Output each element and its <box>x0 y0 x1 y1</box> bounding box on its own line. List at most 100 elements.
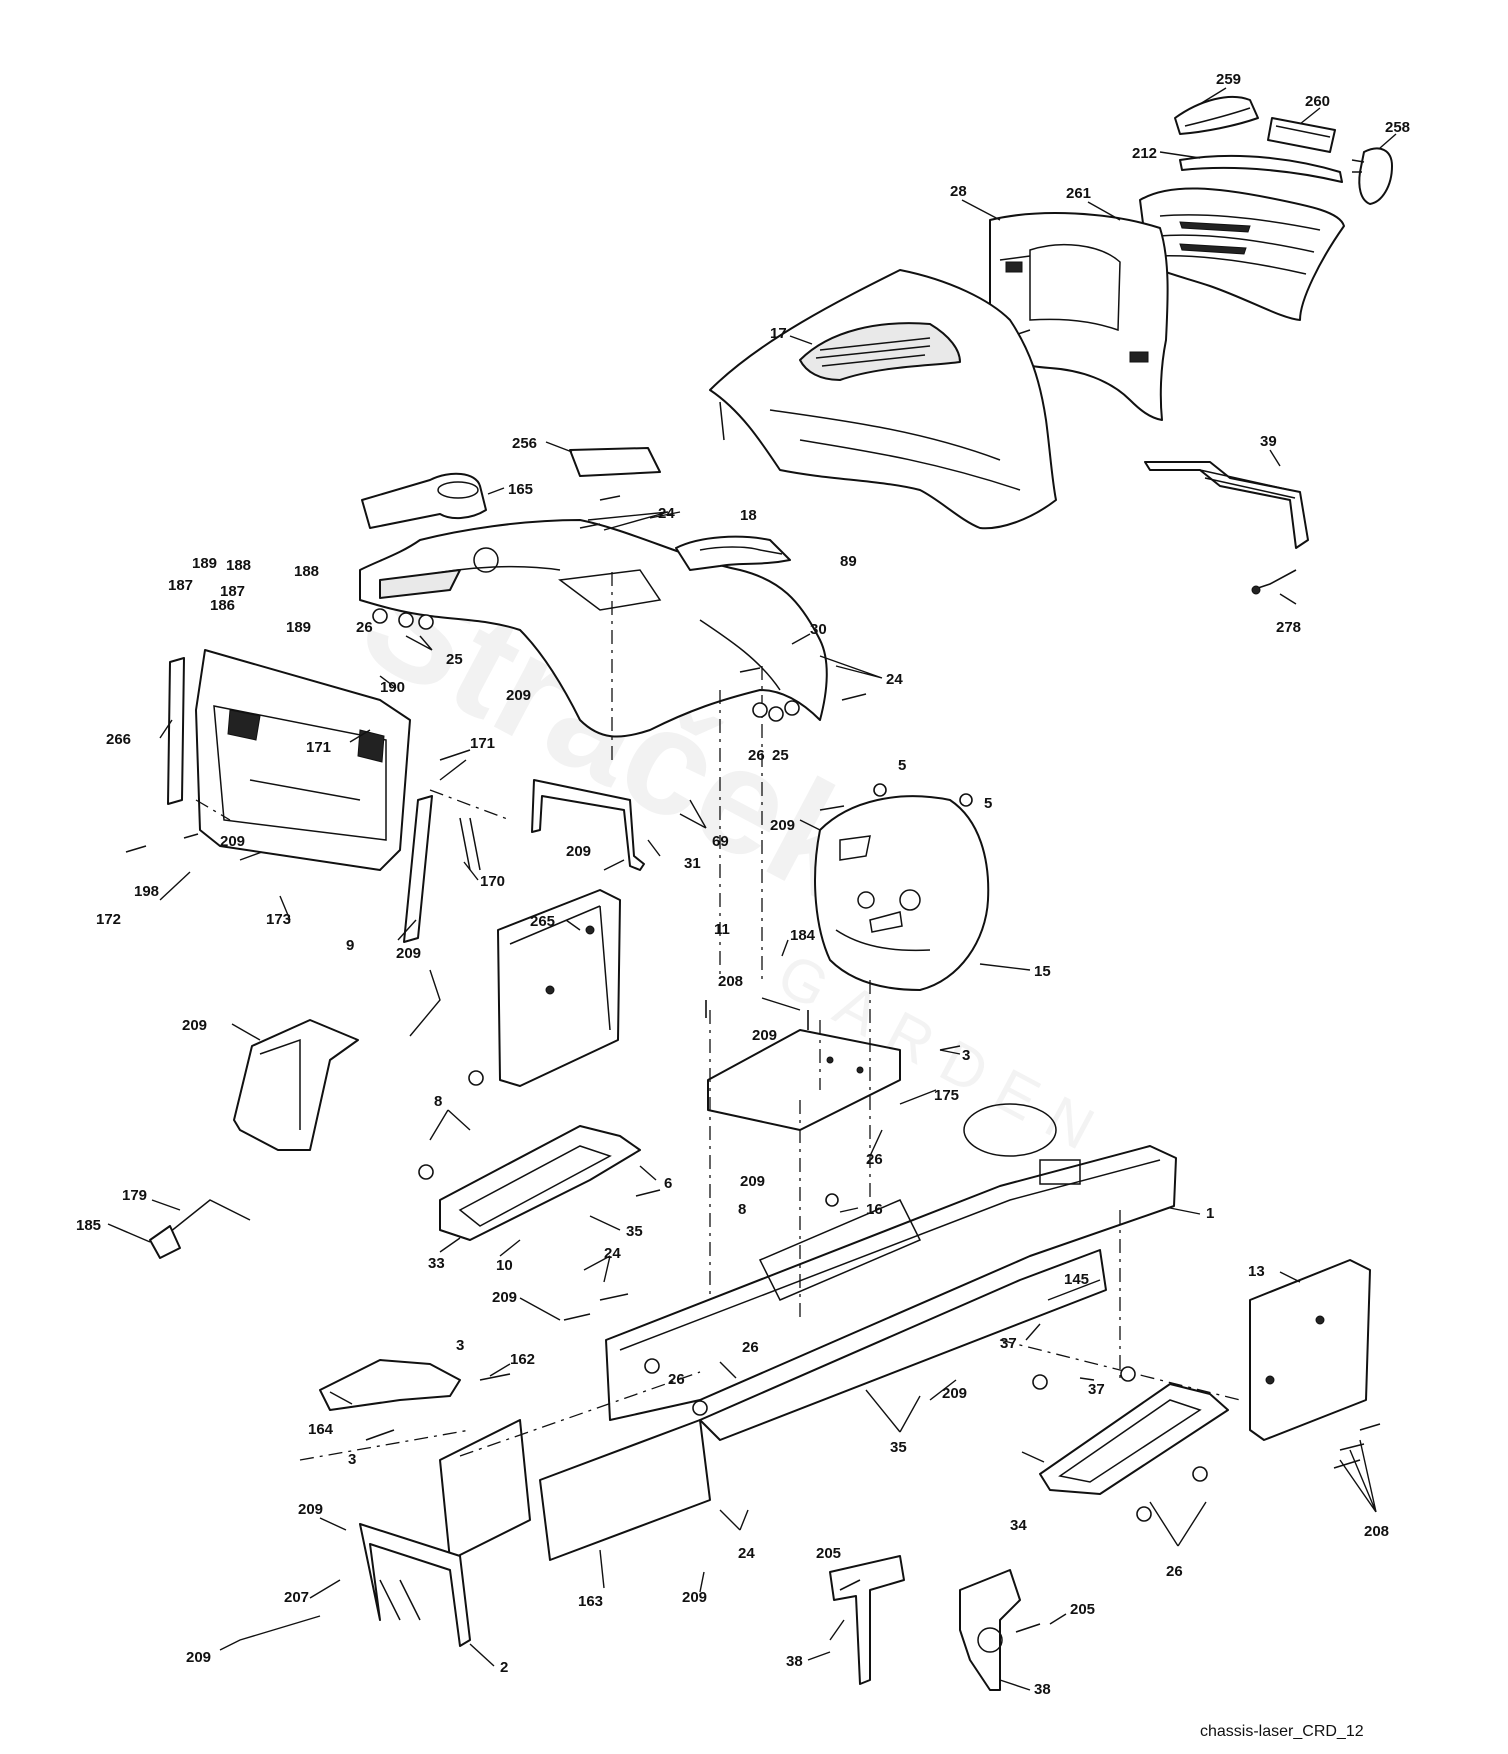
callout: 26 <box>1166 1563 1183 1580</box>
callout: 8 <box>434 1093 442 1110</box>
callout: 171 <box>470 735 495 752</box>
frame-1 <box>605 1103 1177 1441</box>
callout: 162 <box>510 1351 535 1368</box>
diagram-caption: chassis-laser_CRD_12 <box>1200 1723 1364 1740</box>
bracket-38-left <box>829 1555 905 1685</box>
leader-lines <box>107 87 1397 1691</box>
callout: 2 <box>500 1659 508 1676</box>
callout: 16 <box>866 1201 883 1218</box>
callout: 3 <box>456 1337 464 1354</box>
callout: 24 <box>886 671 903 688</box>
headlight-lens-259 <box>1174 95 1259 135</box>
callout: 163 <box>578 1593 603 1610</box>
callout: 189 <box>192 555 217 572</box>
bracket-31 <box>531 779 645 871</box>
callout: 5 <box>898 757 906 774</box>
callout: 164 <box>308 1421 334 1438</box>
callout: 18 <box>740 507 757 524</box>
callout: 6 <box>664 1175 672 1192</box>
callout: 209 <box>740 1173 765 1190</box>
plate-164 <box>319 1359 461 1411</box>
callout: 69 <box>712 833 729 850</box>
callout: 13 <box>1248 1263 1265 1280</box>
callout: 26 <box>668 1371 685 1388</box>
side-plate-13 <box>1249 1259 1371 1441</box>
callout: 278 <box>1276 619 1301 636</box>
alignment-lines <box>195 572 1241 1461</box>
screw-278 <box>1251 569 1297 595</box>
callout: 173 <box>266 911 291 928</box>
grille-badge-258 <box>1351 147 1393 205</box>
callout: 24 <box>604 1245 621 1262</box>
bracket-2 <box>359 1523 471 1647</box>
side-rail-265 <box>403 795 433 943</box>
hood-17 <box>709 269 1057 530</box>
callout: 208 <box>718 973 743 990</box>
callout: 187 <box>168 577 193 594</box>
callout: 3 <box>348 1451 356 1468</box>
callout: 26 <box>356 619 373 636</box>
callout: 185 <box>76 1217 101 1234</box>
link-184 <box>459 817 481 871</box>
callout: 189 <box>286 619 311 636</box>
callout: 15 <box>1034 963 1051 980</box>
callout: 205 <box>1070 1601 1095 1618</box>
callout: 184 <box>790 927 816 944</box>
callout: 25 <box>446 651 463 668</box>
grille-trim-212 <box>1179 154 1343 183</box>
callout: 37 <box>1088 1381 1105 1398</box>
clip-185 <box>149 1225 181 1259</box>
callout: 31 <box>684 855 701 872</box>
callout: 37 <box>1000 1335 1017 1352</box>
callout: 38 <box>786 1653 803 1670</box>
callout: 38 <box>1034 1681 1051 1698</box>
footrest-34 <box>1039 1383 1229 1495</box>
callout: 175 <box>934 1087 959 1104</box>
callout: 165 <box>508 481 533 498</box>
callout: 190 <box>380 679 405 696</box>
steering-cover-9 <box>814 795 990 991</box>
plate-6 <box>707 1029 901 1131</box>
headlight-bracket-260 <box>1267 117 1336 153</box>
callout: 209 <box>752 1027 777 1044</box>
callout: 5 <box>984 795 992 812</box>
callout: 186 <box>210 597 235 614</box>
hardware <box>125 495 1381 1633</box>
callout-labels: 259 260 258 212 28 261 17 39 278 256 165… <box>76 71 1410 1698</box>
bracket-38-right <box>959 1569 1021 1691</box>
callout: 26 <box>742 1339 759 1356</box>
callout: 3 <box>962 1047 970 1064</box>
callout: 212 <box>1132 145 1157 162</box>
callout: 9 <box>346 937 354 954</box>
callout: 89 <box>840 553 857 570</box>
callout: 170 <box>480 873 505 890</box>
callout: 209 <box>220 833 245 850</box>
callout: 258 <box>1385 119 1410 136</box>
callout: 208 <box>1364 1523 1389 1540</box>
callout: 171 <box>306 739 331 756</box>
callout: 35 <box>626 1223 643 1240</box>
callout: 256 <box>512 435 537 452</box>
callout: 209 <box>492 1289 517 1306</box>
callout: 265 <box>530 913 555 930</box>
callout: 261 <box>1066 185 1091 202</box>
callout: 145 <box>1064 1271 1089 1288</box>
callout: 25 <box>772 747 789 764</box>
callout: 10 <box>496 1257 513 1274</box>
callout: 188 <box>294 563 319 580</box>
callout: 187 <box>220 583 245 600</box>
rod-179 <box>159 1199 251 1241</box>
callout: 24 <box>658 505 675 522</box>
callout: 209 <box>682 1589 707 1606</box>
callout: 28 <box>950 183 967 200</box>
callout: 33 <box>428 1255 445 1272</box>
callout: 26 <box>748 747 765 764</box>
shield-175 <box>233 1019 359 1151</box>
plate-162 <box>439 1419 531 1561</box>
callout: 17 <box>770 325 787 342</box>
callout: 209 <box>396 945 421 962</box>
hood-grille-261 <box>1139 187 1345 321</box>
callout: 172 <box>96 911 121 928</box>
plate-163 <box>539 1419 711 1561</box>
